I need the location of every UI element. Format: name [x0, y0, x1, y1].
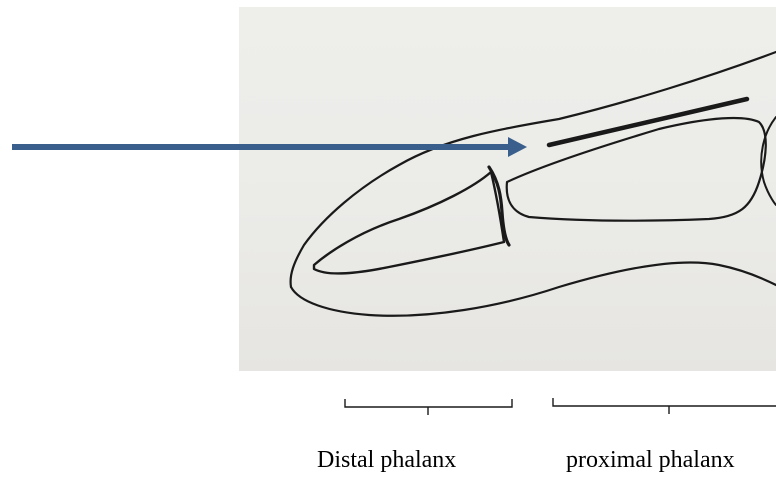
pointer-arrow-head: [508, 137, 527, 157]
proximal-phalanx-bracket: [553, 398, 776, 414]
proximal-phalanx-label: proximal phalanx: [566, 448, 735, 472]
distal-phalanx-label: Distal phalanx: [317, 448, 456, 472]
distal-phalanx-bracket: [345, 399, 512, 415]
